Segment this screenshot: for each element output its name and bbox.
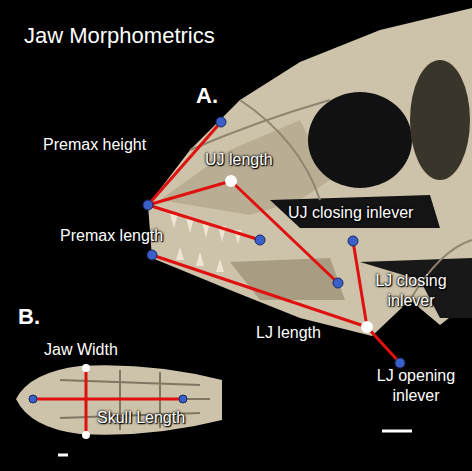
measurement-label: Premax height xyxy=(43,135,146,155)
orbit xyxy=(308,92,412,188)
measurement-label: Jaw Width xyxy=(44,340,118,360)
skull-shape xyxy=(148,8,472,336)
measurement-label: UJ length xyxy=(205,150,273,170)
measurement-label: LJ length xyxy=(256,323,321,343)
figure-title: Jaw Morphometrics xyxy=(24,22,215,50)
measurement-label: LJ opening inlever xyxy=(366,366,466,406)
measurement-label: UJ closing inlever xyxy=(288,203,413,223)
measurement-label: A. xyxy=(196,82,218,110)
scale-bar xyxy=(382,430,412,433)
bone-shade xyxy=(230,258,345,300)
scale-bar xyxy=(58,454,68,457)
measurement-label: B. xyxy=(18,303,40,331)
dark-gap xyxy=(270,195,440,228)
inset-skull xyxy=(16,365,222,434)
measurement-label: LJ closing inlever xyxy=(366,271,456,311)
opening xyxy=(410,60,470,180)
measurement-label: Premax length xyxy=(60,226,163,246)
measurement-line xyxy=(33,122,400,435)
dark-gap xyxy=(360,258,472,318)
landmark-dot xyxy=(29,117,405,403)
measurement-label: Skull Length xyxy=(97,408,185,428)
